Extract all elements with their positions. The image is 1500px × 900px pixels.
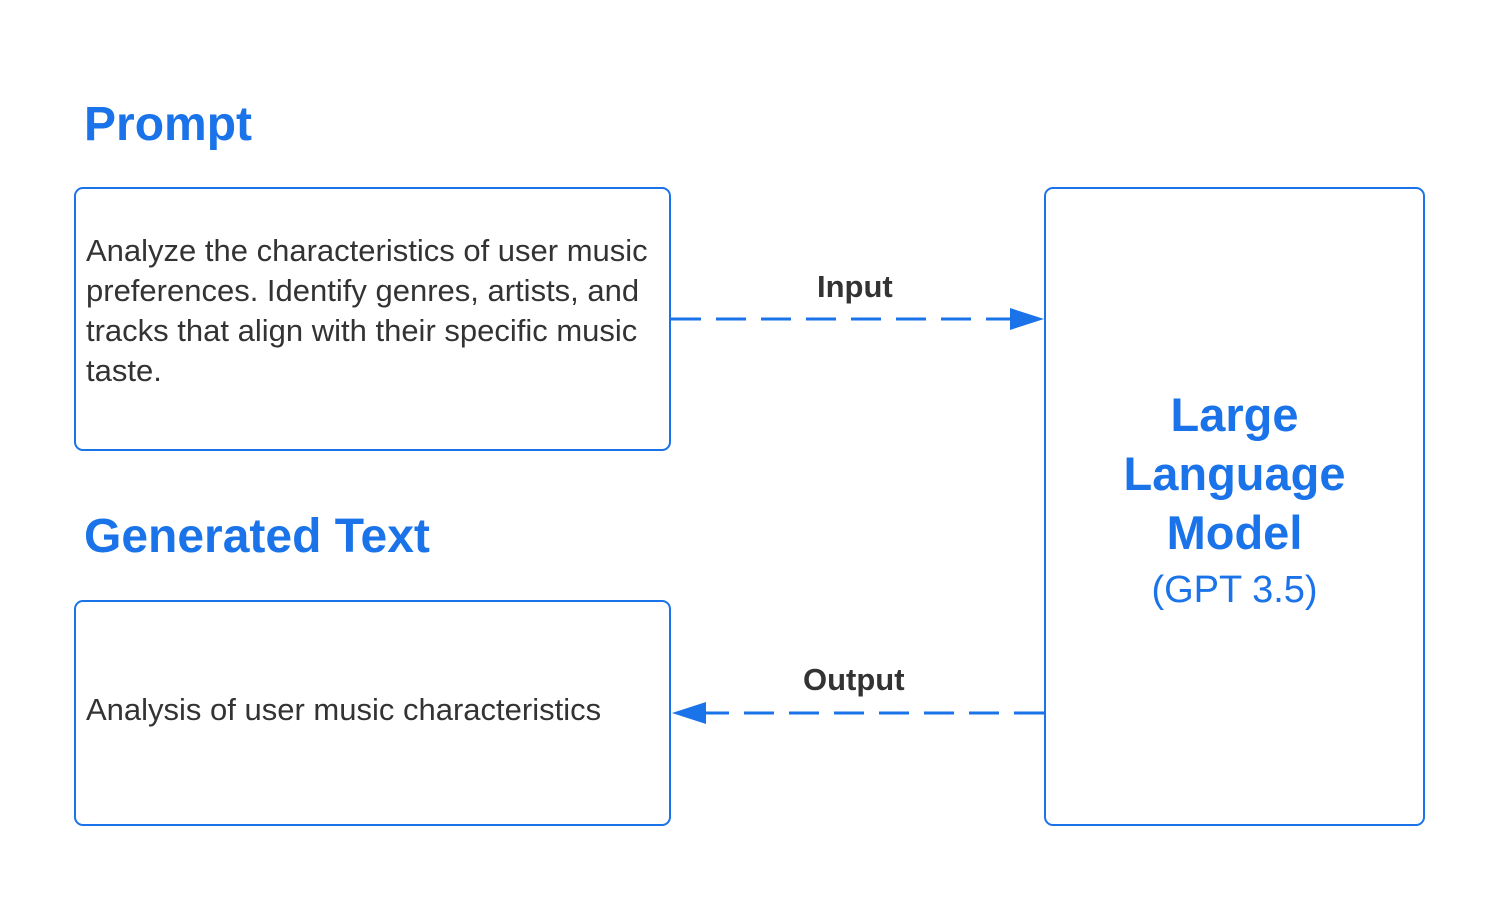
input-arrowhead	[1010, 308, 1044, 330]
output-arrowhead	[672, 702, 706, 724]
input-label: Input	[817, 269, 893, 304]
llm-title-line-3: Model	[1166, 506, 1303, 559]
llm-title-line-2: Language	[1123, 447, 1346, 500]
llm-title-line-1: Large	[1170, 388, 1299, 441]
prompt-text: Analyze the characteristics of user musi…	[86, 233, 648, 388]
generated-text-box: Analysis of user music characteristics	[74, 600, 671, 826]
prompt-heading: Prompt	[84, 98, 252, 151]
output-label: Output	[803, 662, 905, 697]
generated-text-heading: Generated Text	[84, 510, 430, 563]
prompt-box: Analyze the characteristics of user musi…	[74, 187, 671, 451]
llm-subtitle: (GPT 3.5)	[1151, 569, 1318, 611]
generated-text-content: Analysis of user music characteristics	[86, 692, 602, 727]
llm-label: Large Language Model (GPT 3.5)	[1046, 385, 1423, 618]
llm-box: Large Language Model (GPT 3.5)	[1044, 187, 1425, 826]
